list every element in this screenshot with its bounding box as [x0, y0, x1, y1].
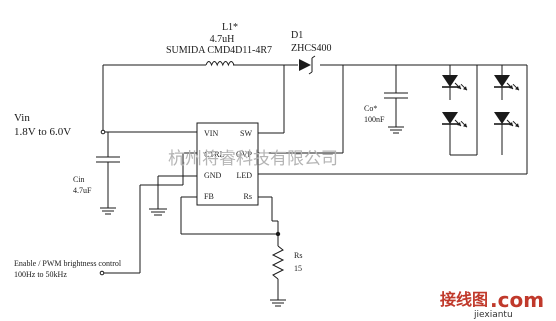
co-value: 100nF: [364, 115, 385, 124]
capacitor-cin: Cin 4.7uF: [73, 132, 120, 215]
cin-ref: Cin: [73, 175, 85, 184]
led-diode: [442, 112, 468, 137]
vin-input: Vin 1.8V to 6.0V: [14, 112, 197, 138]
inductor-part: SUMIDA CMD4D11-4R7: [166, 45, 272, 56]
enable-label: Enable / PWM brightness control: [14, 259, 122, 268]
pin-vin: VIN: [204, 129, 218, 138]
pin-ovp: OVP: [236, 150, 253, 159]
co-ref: Co*: [364, 104, 377, 113]
cin-value: 4.7uF: [73, 186, 92, 195]
led-diode: [494, 112, 520, 137]
diode-d1: D1 ZHCS400: [291, 30, 332, 75]
top-rail: [102, 64, 477, 131]
pin-gnd: GND: [204, 171, 222, 180]
pin-rs: Rs: [244, 192, 252, 201]
inductor-ref: L1*: [222, 22, 238, 33]
converter-ic: VIN CTRL GND FB SW OVP LED Rs: [196, 122, 259, 206]
rs-value: 15: [294, 264, 302, 273]
rs-ref: Rs: [294, 251, 302, 260]
vin-label: Vin: [14, 112, 30, 124]
led-group: [442, 75, 520, 137]
site-logo: 接线图 .com jiexiantu: [440, 288, 544, 320]
led-strings: [449, 64, 503, 155]
pin-fb: FB: [204, 192, 214, 201]
logo-cn: 接线图: [440, 290, 488, 309]
led-return: [258, 64, 528, 175]
pin-ctrl: CTRL: [204, 150, 225, 159]
vin-range: 1.8V to 6.0V: [14, 126, 71, 138]
pin-sw: SW: [240, 129, 252, 138]
watermark-text: 杭州将睿科技有限公司: [168, 149, 338, 169]
led-diode: [442, 75, 468, 100]
led-diode: [494, 75, 520, 100]
enable-line: Enable / PWM brightness control 100Hz to…: [14, 152, 197, 279]
feedback-loop: [180, 196, 281, 246]
pin-led: LED: [236, 171, 252, 180]
diode-part: ZHCS400: [291, 43, 332, 54]
enable-freq: 100Hz to 50kHz: [14, 270, 67, 279]
inductor-l1: L1* 4.7uH SUMIDA CMD4D11-4R7: [166, 22, 272, 67]
capacitor-co: Co* 100nF: [364, 65, 408, 134]
resistor-rs: Rs 15: [270, 245, 302, 307]
logo-url: jiexiantu: [473, 310, 513, 320]
inductor-value: 4.7uH: [210, 34, 235, 45]
ovp-wire: [258, 65, 344, 154]
logo-com: .com: [490, 288, 544, 312]
diode-ref: D1: [291, 30, 303, 41]
ic-ground: [149, 175, 197, 216]
